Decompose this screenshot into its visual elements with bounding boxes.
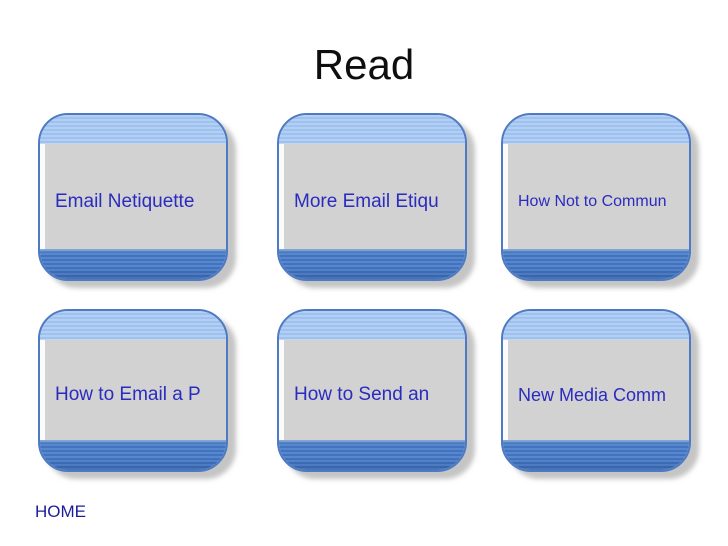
card-body: Email Netiquette (40, 144, 226, 249)
card-bottom-band (503, 249, 689, 279)
card-top-band (279, 115, 465, 144)
page-title: Read (313, 41, 415, 88)
card-shape: More Email Etiqu (277, 113, 467, 281)
card-top-band (40, 115, 226, 144)
card-top-band (503, 311, 689, 340)
page-edge-strip (279, 340, 284, 440)
card-link-label[interactable]: How to Send an (294, 384, 430, 405)
card-body: New Media Comm (503, 340, 689, 440)
page-edge-strip (503, 340, 508, 440)
card-link-label[interactable]: Email Netiquette (55, 190, 195, 212)
card-top-band (40, 311, 226, 340)
page-edge-strip (40, 340, 45, 440)
card-how-to-email-a-professor[interactable]: How to Email a P (38, 309, 228, 472)
card-bottom-band (279, 440, 465, 470)
card-how-not-to-communicate[interactable]: How Not to Commun (501, 113, 691, 281)
card-body: How to Email a P (40, 340, 226, 440)
card-bottom-band (503, 440, 689, 470)
card-link-label[interactable]: How Not to Commun (518, 192, 667, 210)
card-link-label[interactable]: More Email Etiqu (294, 190, 439, 212)
card-top-band (279, 311, 465, 340)
card-link-label[interactable]: New Media Comm (518, 384, 667, 405)
card-email-netiquette[interactable]: Email Netiquette (38, 113, 228, 281)
card-body: More Email Etiqu (279, 144, 465, 249)
card-link-label[interactable]: How to Email a P (55, 384, 201, 405)
card-bottom-band (40, 249, 226, 279)
card-shape: How to Send an (277, 309, 467, 472)
card-shape: How Not to Commun (501, 113, 691, 281)
card-bottom-band (40, 440, 226, 470)
card-shape: How to Email a P (38, 309, 228, 472)
page-edge-strip (503, 144, 508, 249)
page-edge-strip (279, 144, 284, 249)
card-body: How to Send an (279, 340, 465, 440)
card-how-to-send-an-email[interactable]: How to Send an (277, 309, 467, 472)
card-shape: Email Netiquette (38, 113, 228, 281)
card-bottom-band (279, 249, 465, 279)
home-link[interactable]: HOME (35, 502, 86, 521)
card-shape: New Media Comm (501, 309, 691, 472)
page-edge-strip (40, 144, 45, 249)
card-new-media-communication[interactable]: New Media Comm (501, 309, 691, 472)
card-more-email-etiquette[interactable]: More Email Etiqu (277, 113, 467, 281)
card-body: How Not to Commun (503, 144, 689, 249)
card-top-band (503, 115, 689, 144)
